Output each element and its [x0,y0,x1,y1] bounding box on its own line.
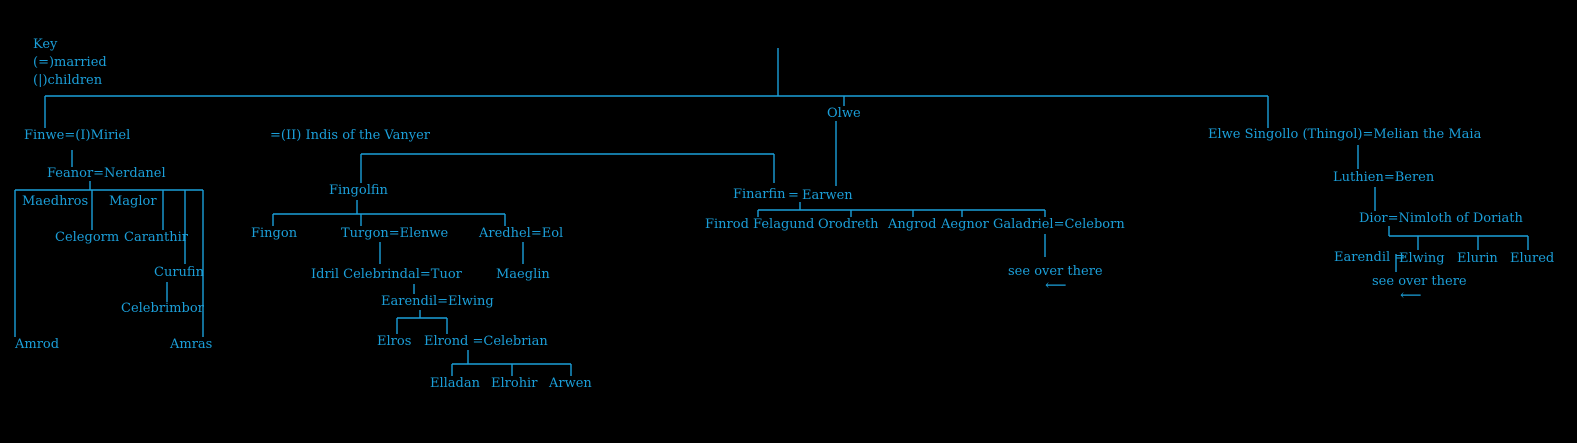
node-amrod: Amrod [15,337,60,352]
key-married: (=)married [33,55,107,70]
node-aredhel: Aredhel=Eol [479,226,564,241]
node-elured: Elured [1510,251,1555,266]
left-arrow-icon: ⟵ [1045,276,1067,294]
key-title: Key [33,37,58,52]
node-idril: Idril Celebrindal=Tuor [311,267,462,282]
node-earwen: Earwen [802,188,853,203]
node-luthien: Luthien=Beren [1333,170,1435,185]
node-finrod: Finrod Felagund [705,217,815,232]
node-indis: =(II) Indis of the Vanyer [270,128,430,143]
marriage-sign: = [788,188,799,203]
node-elrohir: Elrohir [491,376,538,391]
node-earendil: Earendil=Elwing [381,294,494,309]
node-galadriel: Galadriel=Celeborn [993,217,1125,232]
left-arrow-icon: ⟵ [1400,286,1422,304]
node-aegnor: Aegnor [941,217,989,232]
node-fingon: Fingon [251,226,298,241]
node-feanor: Feanor=Nerdanel [47,166,166,181]
node-arwen: Arwen [549,376,592,391]
node-finarfin: Finarfin [733,187,786,202]
node-earendil-thingol: Earendil = [1334,250,1406,265]
node-celegorm: Celegorm [55,230,120,245]
see-over-there-note-2: see over there [1372,274,1467,289]
node-caranthir: Caranthir [124,230,189,245]
node-elwe-melian: Elwe Singollo (Thingol)=Melian the Maia [1208,127,1482,142]
key-children: (|)children [33,73,103,88]
node-elurin: Elurin [1457,251,1498,266]
see-over-there-note: see over there [1008,264,1103,279]
node-maglor: Maglor [109,194,157,209]
node-elrond: Elrond =Celebrian [424,334,548,349]
node-olwe: Olwe [827,106,861,121]
node-maedhros: Maedhros [22,194,89,209]
node-orodreth: Orodreth [818,217,879,232]
node-elros: Elros [377,334,412,349]
node-elladan: Elladan [430,376,481,391]
node-dior: Dior=Nimloth of Doriath [1359,211,1523,226]
node-amras: Amras [170,337,213,352]
node-curufin: Curufin [154,265,204,280]
node-turgon: Turgon=Elenwe [341,226,449,241]
node-elwing: Elwing [1399,251,1445,266]
node-maeglin: Maeglin [496,267,550,282]
node-celebrimbor: Celebrimbor [121,301,204,316]
node-angrod: Angrod [888,217,937,232]
node-fingolfin: Fingolfin [329,183,388,198]
node-finwe-miriel: Finwe=(I)Miriel [24,128,131,143]
